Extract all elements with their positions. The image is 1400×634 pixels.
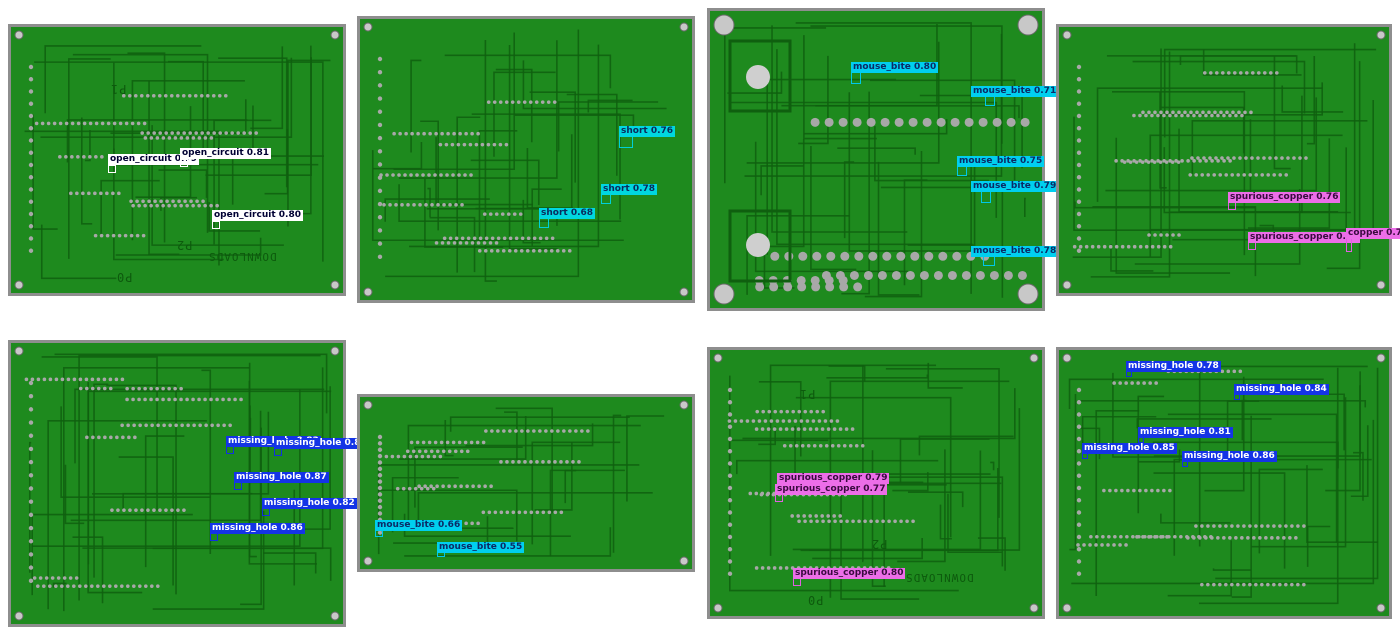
pcb-panel-open-circuit: P1 P2 P0 DOWNLOADS open_circuit 0.79 ope… (8, 24, 346, 296)
pcb-panel-short: short 0.76 short 0.78 short 0.68 (357, 16, 695, 303)
detection-label: missing_hole 0.86 (210, 523, 305, 534)
bounding-box (793, 578, 801, 586)
silkscreen-p1: P1 (799, 387, 816, 401)
bounding-box (274, 448, 282, 456)
bounding-box (981, 191, 991, 203)
bounding-box (212, 221, 220, 229)
bounding-box (210, 533, 218, 541)
silkscreen-p1: P1 (110, 82, 127, 96)
detection-label: spurious_copper 0.80 (793, 568, 906, 579)
detection-label: copper 0.74 (1346, 228, 1400, 239)
bounding-box (985, 96, 995, 106)
pcb-panel-mouse-bite-2: mouse_bite 0.66 mouse_bite 0.55 (357, 394, 695, 572)
detection-label: open_circuit 0.79 (108, 154, 199, 165)
bounding-box (108, 165, 116, 173)
detection-label: spurious_copper 0.79 (777, 473, 890, 484)
detection-label: open_circuit 0.81 (180, 148, 271, 159)
bounding-box (957, 166, 967, 176)
silkscreen-p0: P0 (116, 270, 133, 284)
bounding-box (226, 446, 234, 454)
pcb-board-image (360, 397, 692, 569)
detection-label: mouse_bite 0.80 (851, 62, 939, 73)
bounding-box (983, 256, 995, 266)
detection-label: short 0.68 (539, 208, 596, 219)
bounding-box (262, 508, 270, 516)
detection-label: mouse_bite 0.78 (971, 246, 1059, 257)
detection-label: spurious_copper 0.76 (1228, 192, 1341, 203)
bounding-box (1228, 202, 1236, 210)
detection-label: missing_hole 0.80 (274, 438, 369, 449)
detection-label: mouse_bite 0.55 (437, 542, 525, 553)
pcb-panel-spurious-copper-2: P1 P2 P0 DOWNLOADS spurious_copper 0.79 … (707, 347, 1045, 619)
bounding-box (619, 136, 633, 148)
bounding-box (775, 494, 783, 502)
detection-label: missing_hole 0.86 (1182, 451, 1277, 462)
detection-label: short 0.78 (601, 184, 658, 195)
detection-label: missing_hole 0.87 (234, 472, 329, 483)
detection-label: missing_hole 0.81 (1138, 427, 1233, 438)
silkscreen-p2: P2 (176, 238, 193, 252)
pcb-panel-mouse-bite: mouse_bite 0.80 mouse_bite 0.71 mouse_bi… (707, 8, 1059, 311)
bounding-box (851, 72, 861, 84)
bounding-box (180, 159, 188, 167)
pcb-panel-missing-hole-2: missing_hole 0.78 missing_hole 0.84 miss… (1056, 347, 1392, 619)
detection-label: spurious_copper 0.77 (775, 484, 888, 495)
silkscreen-downloads: DOWNLOADS (208, 250, 277, 263)
silkscreen-downloads: DOWNLOADS (905, 571, 974, 584)
detection-label: missing_hole 0.78 (1126, 361, 1221, 372)
bounding-box (234, 482, 242, 490)
detection-label: short 0.76 (619, 126, 676, 137)
detection-label: mouse_bite 0.79 (971, 181, 1059, 192)
detection-label: missing_hole 0.82 (262, 498, 357, 509)
pcb-board-image (360, 19, 692, 300)
bounding-box (1346, 238, 1352, 252)
bounding-box (1248, 242, 1256, 250)
detection-label: mouse_bite 0.75 (957, 156, 1045, 167)
silkscreen-p2: P2 (871, 537, 888, 551)
pcb-board-image (11, 343, 343, 624)
bounding-box (601, 194, 611, 204)
pcb-board-image (11, 27, 343, 293)
pcb-board-image (1059, 27, 1389, 293)
silkscreen-p0: P0 (807, 593, 824, 607)
pcb-board-image (1059, 350, 1389, 616)
detection-label: spurious_copper 0.78 (1248, 232, 1361, 243)
detection-label: missing_hole 0.84 (1234, 384, 1329, 395)
detection-label: missing_hole 0.83 (226, 436, 321, 447)
detection-label: open_circuit 0.80 (212, 210, 303, 221)
detection-label: missing_hole 0.85 (1082, 443, 1177, 454)
bounding-box (539, 218, 549, 228)
detection-label: mouse_bite 0.71 (971, 86, 1059, 97)
pcb-panel-spurious-copper: spurious_copper 0.76 spurious_copper 0.7… (1056, 24, 1400, 296)
pcb-panel-missing-hole: missing_hole 0.83 missing_hole 0.80 miss… (8, 340, 369, 627)
detection-label: mouse_bite 0.66 (375, 520, 463, 531)
